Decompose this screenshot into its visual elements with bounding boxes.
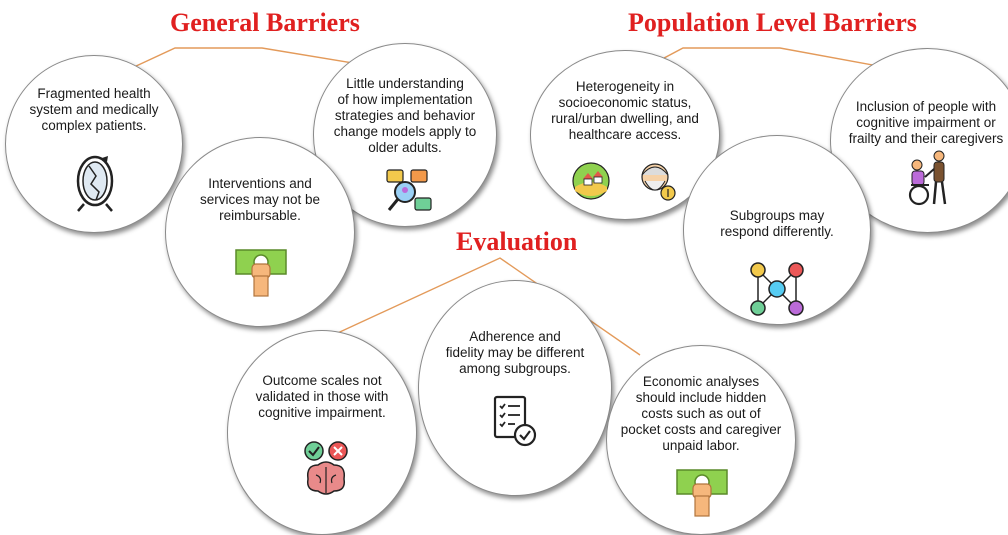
strategy-analysis-icon	[386, 169, 432, 211]
evaluation-connector	[289, 257, 641, 356]
reimbursable-circle: Interventions and services may not be re…	[165, 137, 355, 327]
adherence-text: Adherence and fidelity may be different …	[445, 329, 585, 376]
outcome-scales-circle: Outcome scales not validated in those wi…	[227, 330, 417, 535]
economic-analyses-circle: Economic analyses should include hidden …	[606, 345, 796, 535]
general-barriers-heading: General Barriers	[170, 8, 360, 37]
population-barriers-heading: Population Level Barriers	[628, 8, 917, 37]
implementation-strategies-text: Little understanding of how implementati…	[333, 76, 477, 155]
rural-village-icon	[572, 162, 610, 200]
caregiver-wheelchair-icon	[908, 150, 947, 206]
checklist-icon	[493, 395, 537, 447]
fragmented-health-circle: Fragmented health system and medically c…	[5, 55, 183, 233]
fragmented-health-text: Fragmented health system and medically c…	[29, 86, 159, 133]
reimbursable-text: Interventions and services may not be re…	[199, 176, 321, 223]
economic-analyses-text: Economic analyses should include hidden …	[620, 374, 782, 453]
network-people-icon	[750, 262, 804, 316]
implementation-strategies-circle: Little understanding of how implementati…	[313, 43, 497, 227]
money-hand-icon	[235, 249, 287, 297]
evaluation-heading: Evaluation	[456, 227, 578, 256]
elderly-cost-icon	[641, 163, 676, 201]
outcome-scales-text: Outcome scales not validated in those wi…	[255, 373, 389, 420]
heterogeneity-text: Heterogeneity in socioeconomic status, r…	[551, 79, 699, 142]
subgroups-circle: Subgroups may respond differently.	[683, 135, 871, 325]
heterogeneity-circle: Heterogeneity in socioeconomic status, r…	[530, 50, 720, 220]
broken-mirror-icon	[76, 155, 114, 212]
brain-check-icon	[304, 441, 348, 495]
subgroups-text: Subgroups may respond differently.	[720, 208, 834, 239]
adherence-circle: Adherence and fidelity may be different …	[418, 280, 612, 496]
money-hand-icon	[676, 469, 728, 517]
inclusion-text: Inclusion of people with cognitive impai…	[848, 99, 1004, 146]
